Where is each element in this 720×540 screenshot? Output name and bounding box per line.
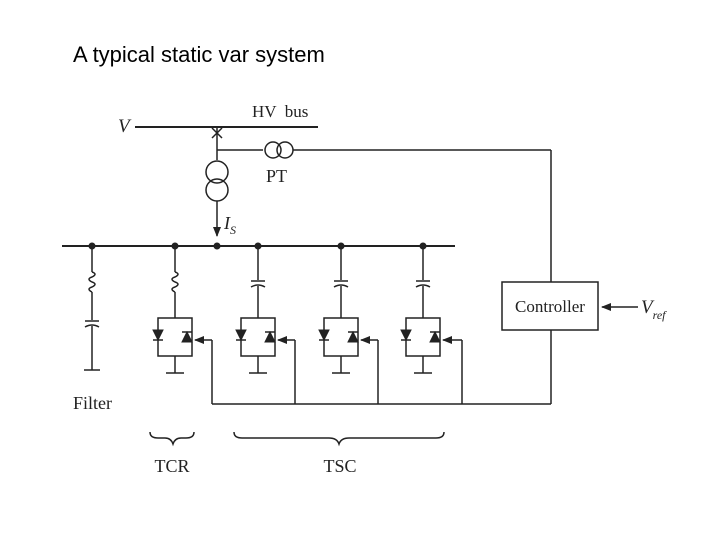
tsc-branch-2: [318, 246, 378, 374]
tsc-branch-1: [235, 246, 295, 374]
tcr-label: TCR: [154, 456, 189, 476]
current-label: IS: [223, 213, 236, 237]
vref-label: Vref: [641, 297, 667, 322]
transformer-primary-winding: [205, 160, 229, 184]
pt-label: PT: [266, 166, 287, 186]
controller-label: Controller: [515, 297, 585, 316]
voltage-label: V: [118, 116, 132, 137]
filter-branch: Filter: [73, 246, 112, 413]
tsc-branch-3: [400, 246, 462, 374]
slide-title: A typical static var system: [73, 42, 325, 67]
tsc-label: TSC: [323, 456, 356, 476]
hv-bus-label: HV bus: [252, 102, 308, 121]
filter-label: Filter: [73, 393, 112, 413]
firing-signal-wiring: [211, 330, 552, 405]
tcr-group: TCR: [149, 431, 195, 476]
breaker-transformer: IS: [205, 127, 236, 237]
controller-block: Controller Vref: [501, 281, 667, 331]
tcr-branch: [152, 246, 212, 374]
potential-transformer: PT: [217, 141, 552, 282]
tsc-group: TSC: [233, 431, 445, 476]
hv-bus: V HV bus: [118, 102, 318, 137]
